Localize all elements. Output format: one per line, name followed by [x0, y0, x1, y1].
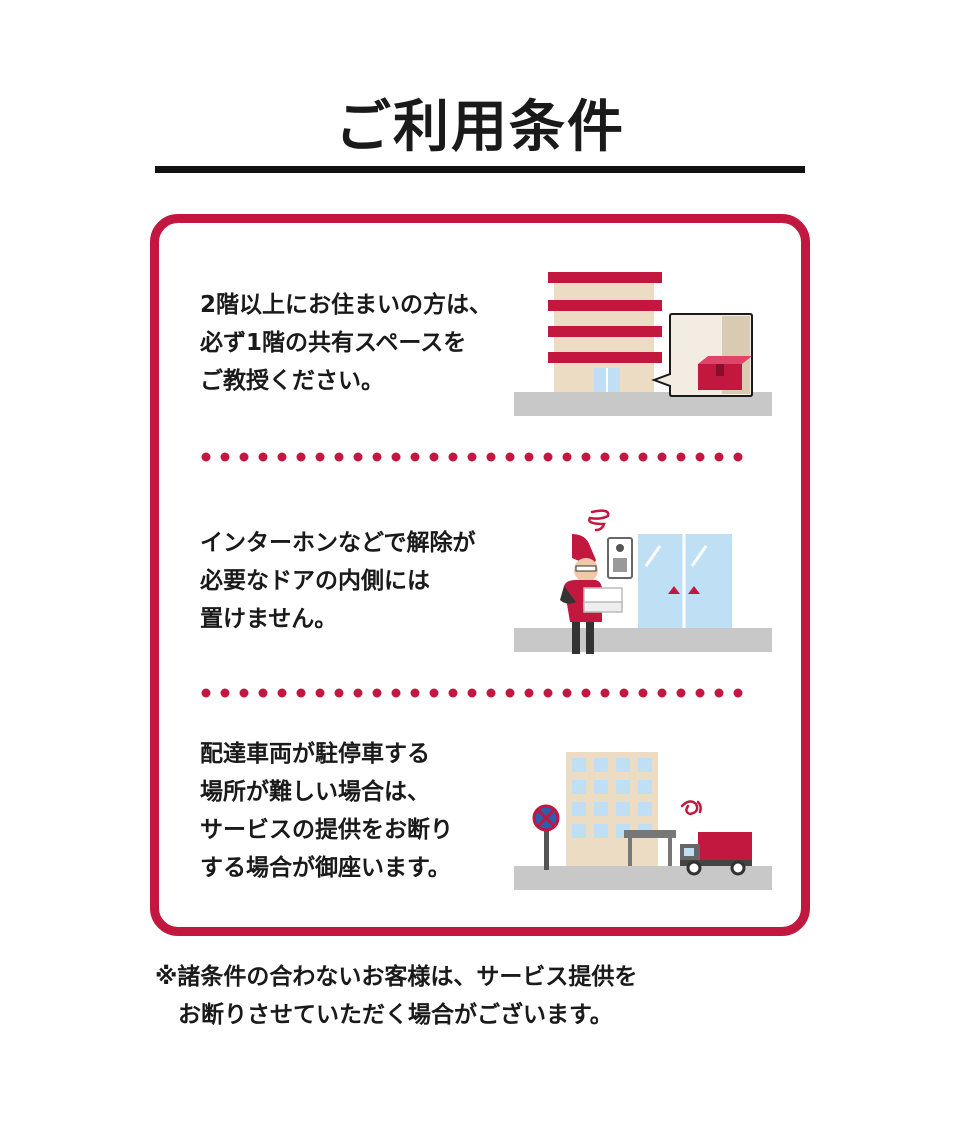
condition-1-text: 2階以上にお住まいの方は、 必ず1階の共有スペースを ご教授ください。 — [200, 292, 493, 394]
separator-dots-1 — [201, 452, 743, 462]
page-title: ご利用条件 — [335, 95, 625, 160]
no-parking-building-truck-icon — [514, 752, 772, 890]
condition-2-text: インターホンなどで解除が 必要なドアの内側には 置けません。 — [200, 530, 476, 632]
courier-locked-door-icon — [514, 509, 772, 654]
footnote: ※諸条件の合わないお客様は、サービス提供を お断りさせていただく場合がございます… — [155, 964, 638, 1028]
title-underline — [155, 166, 805, 173]
condition-3-text: 配達車両が駐停車する 場所が難しい場合は、 サービスの提供をお断り する場合が御… — [200, 741, 453, 881]
apartment-building-parcel-icon — [514, 272, 772, 416]
separator-dots-2 — [201, 688, 743, 698]
